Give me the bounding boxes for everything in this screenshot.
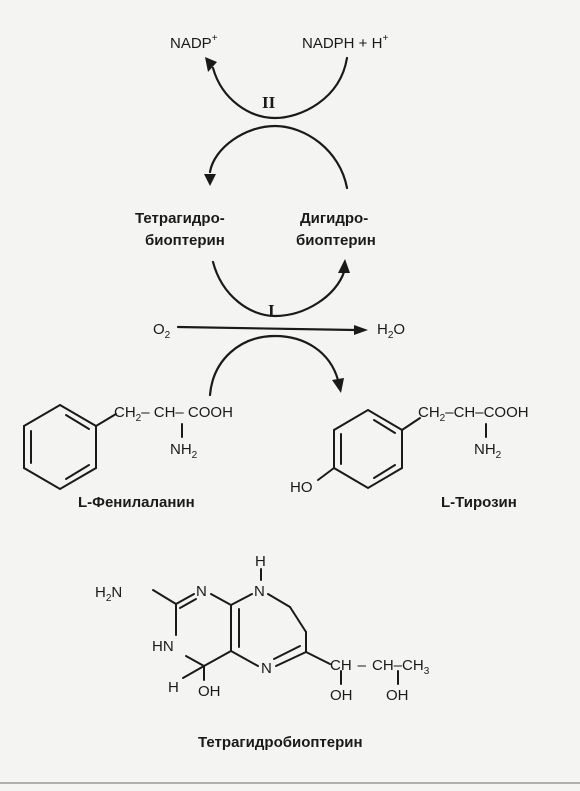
nadp-label: NADP+ xyxy=(170,33,218,52)
nadph-to-nadp-arrow xyxy=(211,56,349,120)
pterin-n1: N xyxy=(196,583,207,600)
water-label: H2O xyxy=(377,321,405,341)
tetrahydrobiopterin-label-line2: биоптерин xyxy=(145,232,225,249)
phenylalanine-name: L-Фенилаланин xyxy=(78,494,195,511)
tyrosine-arrowhead xyxy=(332,378,344,393)
phenylalanine-amino: NH2 xyxy=(170,441,198,461)
pterin-n-top: N xyxy=(254,583,265,600)
dihydrobiopterin-label-line2: биоптерин xyxy=(296,232,376,249)
pterin-oh1: OH xyxy=(330,687,353,704)
pterin-n-bottom: N xyxy=(261,660,272,677)
reaction-i: O2 H2O I xyxy=(153,259,405,397)
pterin-amino-group: H2N xyxy=(95,584,122,604)
tetrahydro-to-dihydro-arrow xyxy=(211,260,346,318)
tyrosine-name: L-Тирозин xyxy=(441,494,517,511)
pterin-h-top: H xyxy=(255,553,266,570)
tetrahydro-arrowhead xyxy=(204,174,216,186)
tyrosine-amino: NH2 xyxy=(474,441,502,461)
pterin-hn: HN xyxy=(152,638,174,655)
pterin-name: Тетрагидробиоптерин xyxy=(198,734,363,751)
oxygen-to-water-arrow xyxy=(176,325,357,332)
water-arrowhead xyxy=(354,325,368,335)
tyrosine-structure: CH2–CH–COOH NH2 HO L-Тирозин xyxy=(290,404,529,511)
oxygen-label: O2 xyxy=(153,321,171,341)
tyrosine-benzene-ring xyxy=(333,408,403,490)
enzyme-i-label: I xyxy=(268,301,275,320)
enzyme-ii-label: II xyxy=(262,93,276,112)
tetrahydrobiopterin-label-line1: Тетрагидро- xyxy=(135,210,225,227)
phenylalanine-ch2: CH2– CH– COOH xyxy=(114,404,233,424)
cofactors: Тетрагидро- биоптерин Дигидро- биоптерин xyxy=(135,210,376,249)
tyrosine-hydroxy: HO xyxy=(290,479,313,496)
pterin-side-chain: CH–CH–CH3 xyxy=(330,657,430,677)
nadp-arrowhead xyxy=(205,57,217,72)
nadph-label: NADPH + H+ xyxy=(302,33,388,52)
pterin-oh2: OH xyxy=(386,687,409,704)
pterin-h-c4: H xyxy=(168,679,179,696)
tyrosine-ch2: CH2–CH–COOH xyxy=(418,404,529,424)
pterin-oh-c4: OH xyxy=(198,683,221,700)
phenylalanine-structure: CH2– CH– COOH NH2 L-Фенилаланин xyxy=(23,403,233,511)
dihydrobiopterin-label-line1: Дигидро- xyxy=(300,210,368,227)
cycle-ii: NADP+ NADPH + H+ II xyxy=(170,33,388,190)
phenylalanine-to-tyrosine-arrow xyxy=(208,334,340,397)
phenylalanine-benzene-ring xyxy=(23,403,97,491)
dihydro-to-tetrahydro-arrow xyxy=(208,124,349,190)
tetrahydrobiopterin-structure: H2N N N H HN N H OH CH–CH–CH3 OH OH Тетр… xyxy=(95,553,430,751)
dihydro-arrowhead xyxy=(338,259,350,273)
